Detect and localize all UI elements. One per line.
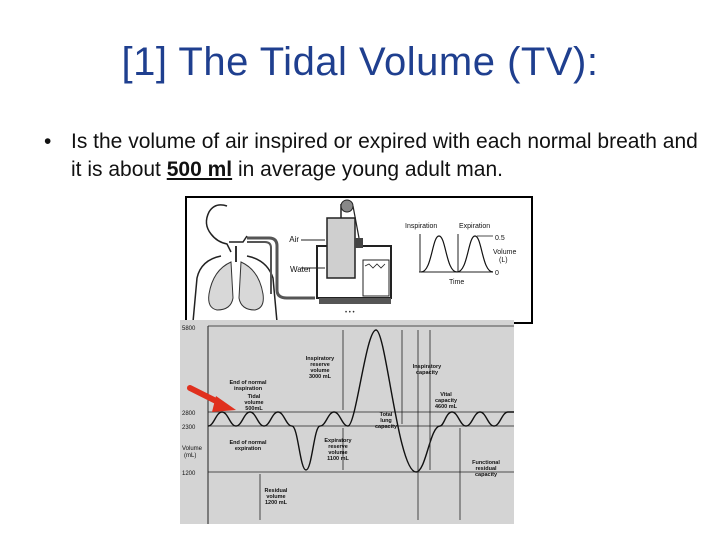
bell-chamber [326,217,356,279]
frc-label: capacity [475,472,498,478]
irv-label: reserve [310,362,330,368]
erv-label: Expiratory [324,438,352,444]
end-expiration-label: expiration [235,446,262,452]
volume-unit-label: (L) [499,257,508,264]
erv-label: volume [328,450,347,456]
vc-value: 4600 mL [435,404,458,410]
small-volume-trace [420,235,494,273]
lung-volume-chart: 5800 2800 2300 1200 Volume (mL) Inspirat… [180,320,514,524]
pulley-icon [340,199,354,213]
zero-label: 0 [495,270,499,277]
lung-volume-drawing: 5800 2800 2300 1200 Volume (mL) Inspirat… [180,320,514,524]
y-axis-unit: (mL) [184,453,196,459]
left-lung-icon [208,261,234,311]
chart-background [180,320,514,524]
counterweight [355,238,363,248]
tlc-label: capacity [375,424,398,430]
slide-title: [1] The Tidal Volume (TV): [121,40,599,84]
irv-value: 3000 mL [309,374,332,380]
irv-label: volume [310,368,329,374]
end-expiration-label: End of normal [230,440,267,446]
right-lung-icon [238,261,264,311]
volume-axis-label: Volume [493,249,516,256]
shoulder-outline [192,255,222,323]
vc-label: Vital [440,392,452,398]
spirometer-figure: • • • Air Water Inspiration Expiration 0… [185,196,533,324]
counterweight-cable [352,205,360,239]
time-label: Time [449,279,464,286]
spiro-base [319,298,391,304]
tlc-label: lung [380,418,392,424]
face-outline [229,235,248,243]
chest-outline [246,255,278,323]
bullet-text-end: in average young adult man. [232,158,503,181]
bullet-text-start: Is the volume of air inspired or expired… [71,130,698,181]
ic-label: Inspiratory [413,364,442,370]
tidal-volume-label: volume [244,400,263,406]
y-tick-label: 1200 [182,471,196,477]
tidal-volume-value: 500mL [245,406,263,412]
drum-recorder [362,259,390,297]
bullet-item: • Is the volume of air inspired or expir… [44,128,704,184]
tlc-label: Total [380,412,393,418]
volume-trace [207,329,514,473]
y-tick-label: 2800 [182,411,196,417]
frc-label: residual [475,466,497,472]
drum-trace [364,263,386,269]
rv-label: Residual [265,488,288,494]
bullet-icon: • [44,130,52,153]
end-inspiration-label: End of normal [230,380,267,386]
tidal-volume-label: Tidal [248,394,261,400]
end-inspiration-label: inspiration [234,386,263,392]
base-dots: • • • [345,310,355,316]
y-axis-label: Volume [182,446,203,452]
ic-label: capacity [416,370,439,376]
spirometer-drawing: • • • Air Water Inspiration Expiration 0… [192,199,516,323]
y-tick-label: 5800 [182,326,196,332]
tidal-volume-value: 500 ml [166,158,233,181]
air-tube [247,236,315,300]
expiration-label: Expiration [459,223,490,230]
rv-value: 1200 mL [265,500,288,506]
peak-value-label: 0.5 [495,235,505,242]
erv-label: reserve [328,444,348,450]
inspiration-label: Inspiration [405,223,437,230]
bullet-text: Is the volume of air inspired or expired… [71,128,704,184]
y-tick-label: 2300 [182,425,196,431]
head-outline [205,204,232,253]
air-tube-inner [247,241,272,294]
irv-label: Inspiratory [306,356,335,362]
vc-label: capacity [435,398,458,404]
rv-label: volume [266,494,285,500]
water-label: Water [290,265,311,274]
erv-value: 1100 mL [327,456,349,462]
air-label: Air [289,235,299,244]
frc-label: Functional [472,460,500,466]
